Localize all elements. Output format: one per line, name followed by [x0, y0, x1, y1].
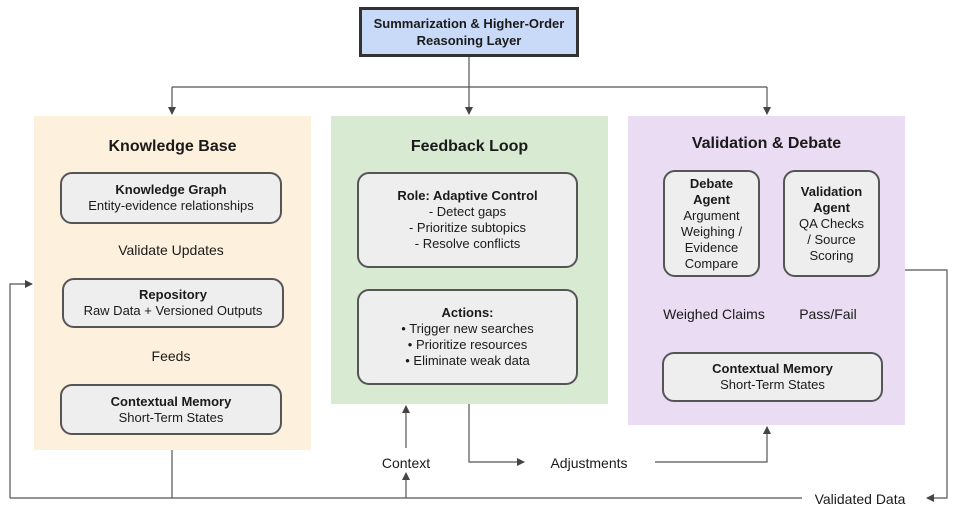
validation-debate-title: Validation & Debate — [691, 135, 842, 152]
actions-item: • Eliminate weak data — [405, 353, 530, 368]
adjustments-line-left — [468, 404, 525, 466]
vd-contextual-memory-title: Contextual Memory — [712, 361, 833, 376]
debate-agent-line: Argument — [683, 207, 740, 223]
actions-title: Actions: — [441, 305, 494, 320]
adaptive-control-item: - Detect gaps — [428, 204, 507, 219]
validation-agent-line: Scoring — [809, 247, 854, 263]
top-box-line1: Summarization & Higher-Order — [373, 16, 565, 31]
feeds-label: Feeds — [151, 348, 191, 364]
adjustments-label: Adjustments — [550, 455, 628, 471]
validated-data-loop — [905, 269, 948, 502]
repository-title: Repository — [139, 287, 207, 302]
kb-contextual-memory-box: Contextual Memory Short-Term States — [60, 384, 282, 435]
adjustments-line-right — [655, 426, 771, 463]
debate-agent-title: Debate — [689, 175, 734, 191]
validation-agent-line: QA Checks — [798, 215, 865, 231]
adaptive-control-box: Role: Adaptive Control - Detect gaps - P… — [357, 172, 578, 268]
left-return-arrow — [9, 280, 33, 498]
validation-agent-title: Validation — [800, 183, 863, 199]
knowledge-base-title: Knowledge Base — [108, 138, 237, 155]
validation-agent-box: Validation Agent QA Checks / Source Scor… — [783, 170, 880, 277]
actions-item: • Prioritize resources — [407, 337, 528, 352]
knowledge-graph-desc: Entity-evidence relationships — [88, 198, 254, 213]
repository-desc: Raw Data + Versioned Outputs — [83, 303, 263, 318]
summarization-reasoning-layer-box: Summarization & Higher-Order Reasoning L… — [359, 7, 579, 57]
knowledge-graph-title: Knowledge Graph — [115, 182, 227, 197]
vd-contextual-memory-box: Contextual Memory Short-Term States — [662, 352, 883, 402]
actions-item: • Trigger new searches — [401, 321, 534, 336]
kb-contextual-memory-desc: Short-Term States — [118, 409, 224, 425]
kb-contextual-memory-title: Contextual Memory — [110, 393, 232, 409]
adaptive-control-title: Role: Adaptive Control — [397, 188, 538, 203]
actions-box: Actions: • Trigger new searches • Priori… — [357, 289, 578, 385]
validation-agent-line: / Source — [807, 231, 856, 247]
validated-data-label: Validated Data — [806, 491, 914, 507]
debate-agent-line: Evidence — [684, 239, 739, 255]
pass-fail-label: Pass/Fail — [799, 306, 857, 322]
weighed-claims-label: Weighed Claims — [663, 306, 765, 322]
adaptive-control-item: - Prioritize subtopics — [408, 220, 527, 235]
knowledge-graph-box: Knowledge Graph Entity-evidence relation… — [60, 172, 282, 224]
context-label: Context — [366, 455, 446, 471]
feedback-loop-title: Feedback Loop — [410, 138, 529, 155]
validation-agent-title: Agent — [813, 199, 850, 215]
adaptive-control-item: - Resolve conflicts — [414, 236, 521, 251]
top-box-line2: Reasoning Layer — [416, 33, 522, 48]
validate-updates-label: Validate Updates — [118, 242, 224, 258]
debate-agent-title: Agent — [693, 191, 730, 207]
debate-agent-line: Weighing / — [680, 223, 743, 239]
debate-agent-box: Debate Agent Argument Weighing / Evidenc… — [663, 170, 760, 277]
vd-contextual-memory-desc: Short-Term States — [720, 377, 825, 392]
repository-box: Repository Raw Data + Versioned Outputs — [62, 278, 284, 328]
debate-agent-line: Compare — [684, 255, 739, 271]
